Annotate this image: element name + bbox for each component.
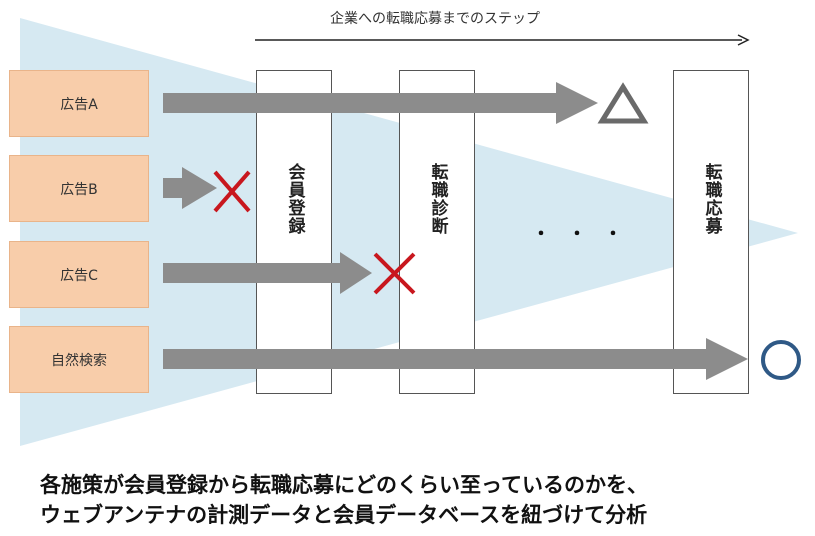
- source-label: 広告A: [60, 96, 98, 113]
- circle-icon: [761, 340, 801, 380]
- stage-career-diagnosis: 転職診断: [399, 70, 475, 394]
- ellipsis: ・ ・ ・: [532, 224, 622, 245]
- cross-icon: [373, 252, 416, 295]
- source-ad-c: 広告C: [9, 241, 149, 308]
- triangle-icon: [597, 82, 649, 124]
- flow-arrow-ad-c: [163, 252, 372, 294]
- stage-label: 転職診断: [427, 163, 448, 235]
- source-label: 自然検索: [51, 352, 107, 369]
- stage-job-application: 転職応募: [673, 70, 749, 394]
- flow-arrow-organic: [163, 338, 748, 380]
- stage-member-registration: 会員登録: [256, 70, 332, 394]
- caption-line-1: 各施策が会員登録から転職応募にどのくらい至っているのかを、: [40, 473, 648, 497]
- cross-icon: [213, 170, 251, 213]
- caption-line-2: ウェブアンテナの計測データと会員データベースを紐づけて分析: [40, 503, 648, 527]
- stage-label: 会員登録: [284, 163, 305, 235]
- source-ad-b: 広告B: [9, 155, 149, 222]
- source-organic-search: 自然検索: [9, 326, 149, 393]
- source-label: 広告C: [60, 267, 98, 284]
- source-ad-a: 広告A: [9, 70, 149, 137]
- source-label: 広告B: [60, 181, 98, 198]
- flow-arrow-ad-a: [163, 82, 598, 124]
- stage-label: 転職応募: [701, 163, 722, 235]
- flow-title: 企業への転職応募までのステップ: [330, 11, 540, 27]
- flow-direction-arrowhead: [737, 34, 750, 46]
- caption: 各施策が会員登録から転職応募にどのくらい至っているのかを、 ウェブアンテナの計測…: [40, 470, 810, 530]
- flow-arrow-ad-b: [163, 167, 217, 209]
